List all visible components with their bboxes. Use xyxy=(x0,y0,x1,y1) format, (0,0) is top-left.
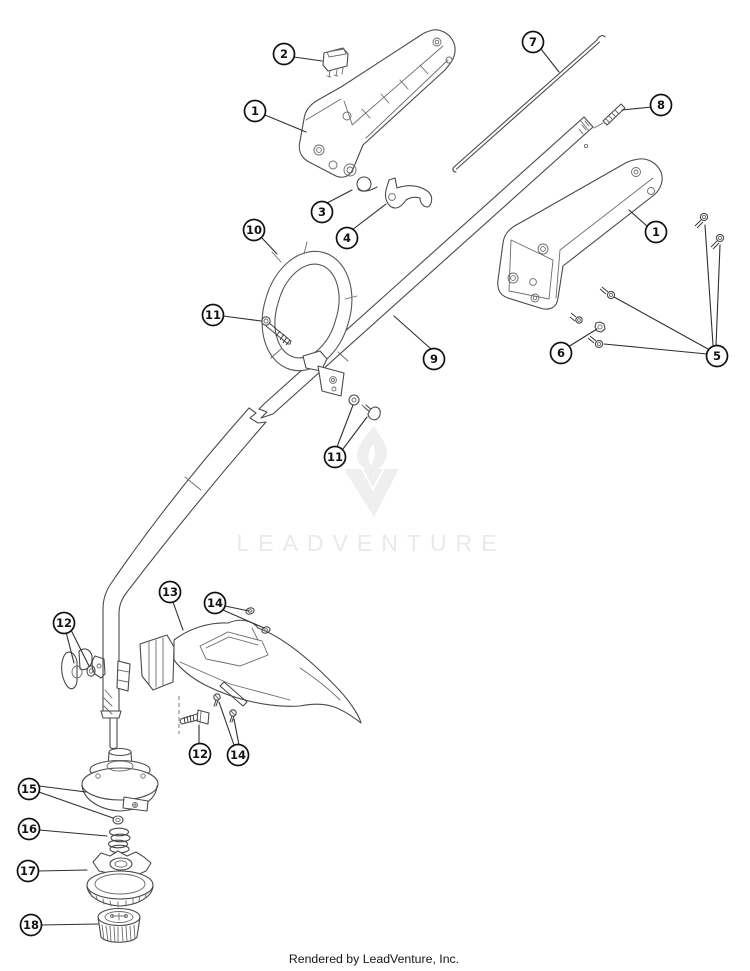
svg-text:5: 5 xyxy=(713,349,721,363)
callout-17[interactable]: 17 xyxy=(16,859,40,883)
svg-text:17: 17 xyxy=(20,864,36,878)
part-loop-handle xyxy=(261,241,358,397)
callout-15[interactable]: 15 xyxy=(17,777,41,801)
leader-lines xyxy=(37,48,721,926)
callout-1-right[interactable]: 1 xyxy=(644,220,668,244)
part-bump-knob xyxy=(97,907,141,943)
svg-text:1: 1 xyxy=(652,225,660,239)
parts-illustration xyxy=(61,29,725,943)
svg-text:4: 4 xyxy=(343,231,351,245)
svg-text:7: 7 xyxy=(529,35,537,49)
svg-text:14: 14 xyxy=(230,748,246,762)
part-handle-housing-right xyxy=(497,158,663,310)
flame-logo-icon xyxy=(356,426,388,477)
svg-text:2: 2 xyxy=(280,47,288,61)
part-nut-6 xyxy=(569,312,606,333)
svg-text:12: 12 xyxy=(192,747,208,761)
svg-text:10: 10 xyxy=(246,223,262,237)
svg-text:13: 13 xyxy=(162,585,178,599)
part-throttle-trigger xyxy=(384,177,433,209)
svg-text:3: 3 xyxy=(318,205,326,219)
part-spool xyxy=(86,850,154,908)
part-shield-bolt xyxy=(179,709,210,725)
callouts: 2 7 8 1 3 4 10 1 11 9 6 5 11 13 14 xyxy=(16,30,729,937)
part-wing-nut xyxy=(61,648,96,690)
callout-7[interactable]: 7 xyxy=(521,30,545,54)
part-trimmer-head-housing xyxy=(81,747,159,825)
svg-text:8: 8 xyxy=(657,98,665,112)
part-debris-shield xyxy=(139,619,362,734)
part-upper-shaft-tube xyxy=(258,116,594,419)
callout-11-upper[interactable]: 11 xyxy=(201,303,225,327)
callout-11-lower[interactable]: 11 xyxy=(323,445,347,469)
part-cable-end-fitting xyxy=(593,103,626,129)
callout-18[interactable]: 18 xyxy=(19,913,43,937)
svg-text:16: 16 xyxy=(21,822,37,836)
part-shaft-clamp xyxy=(91,655,131,692)
callout-1-left[interactable]: 1 xyxy=(243,99,267,123)
callout-2[interactable]: 2 xyxy=(272,42,296,66)
svg-text:18: 18 xyxy=(23,918,39,932)
part-washer-wing-screw xyxy=(348,394,381,421)
v-logo-icon xyxy=(344,469,399,517)
watermark-text: LEADVENTURE xyxy=(237,530,506,556)
svg-text:9: 9 xyxy=(430,352,438,366)
callout-13[interactable]: 13 xyxy=(158,580,182,604)
part-clamp-bolt xyxy=(261,316,292,346)
callout-16[interactable]: 16 xyxy=(17,817,41,841)
callout-10[interactable]: 10 xyxy=(242,218,266,242)
part-throttle-cable xyxy=(452,35,606,173)
part-ignition-switch xyxy=(322,47,349,78)
svg-text:11: 11 xyxy=(205,308,221,322)
part-throttle-lock-ring xyxy=(356,176,378,192)
leadventure-watermark: LEADVENTURE xyxy=(237,426,506,556)
callout-3[interactable]: 3 xyxy=(310,200,334,224)
part-head-spring xyxy=(107,827,131,854)
svg-text:1: 1 xyxy=(251,104,259,118)
callout-5[interactable]: 5 xyxy=(705,344,729,368)
part-screws-5 xyxy=(587,212,725,349)
svg-text:15: 15 xyxy=(21,782,37,796)
part-shield-screws xyxy=(213,693,237,723)
callout-9[interactable]: 9 xyxy=(422,347,446,371)
part-handle-housing-left xyxy=(298,29,456,178)
callout-6[interactable]: 6 xyxy=(549,341,573,365)
callout-14-upper[interactable]: 14 xyxy=(203,591,227,615)
svg-text:6: 6 xyxy=(557,346,565,360)
callout-12-lower[interactable]: 12 xyxy=(188,742,212,766)
svg-text:12: 12 xyxy=(56,616,72,630)
callout-12-left[interactable]: 12 xyxy=(52,611,76,635)
callout-4[interactable]: 4 xyxy=(335,226,359,250)
callout-8[interactable]: 8 xyxy=(649,93,673,117)
svg-text:14: 14 xyxy=(207,596,223,610)
svg-text:11: 11 xyxy=(327,450,343,464)
callout-14-lower[interactable]: 14 xyxy=(226,743,250,767)
part-shield-clips xyxy=(245,607,271,634)
footer-credit: Rendered by LeadVenture, Inc. xyxy=(289,952,459,966)
part-lower-curved-shaft xyxy=(100,407,267,750)
